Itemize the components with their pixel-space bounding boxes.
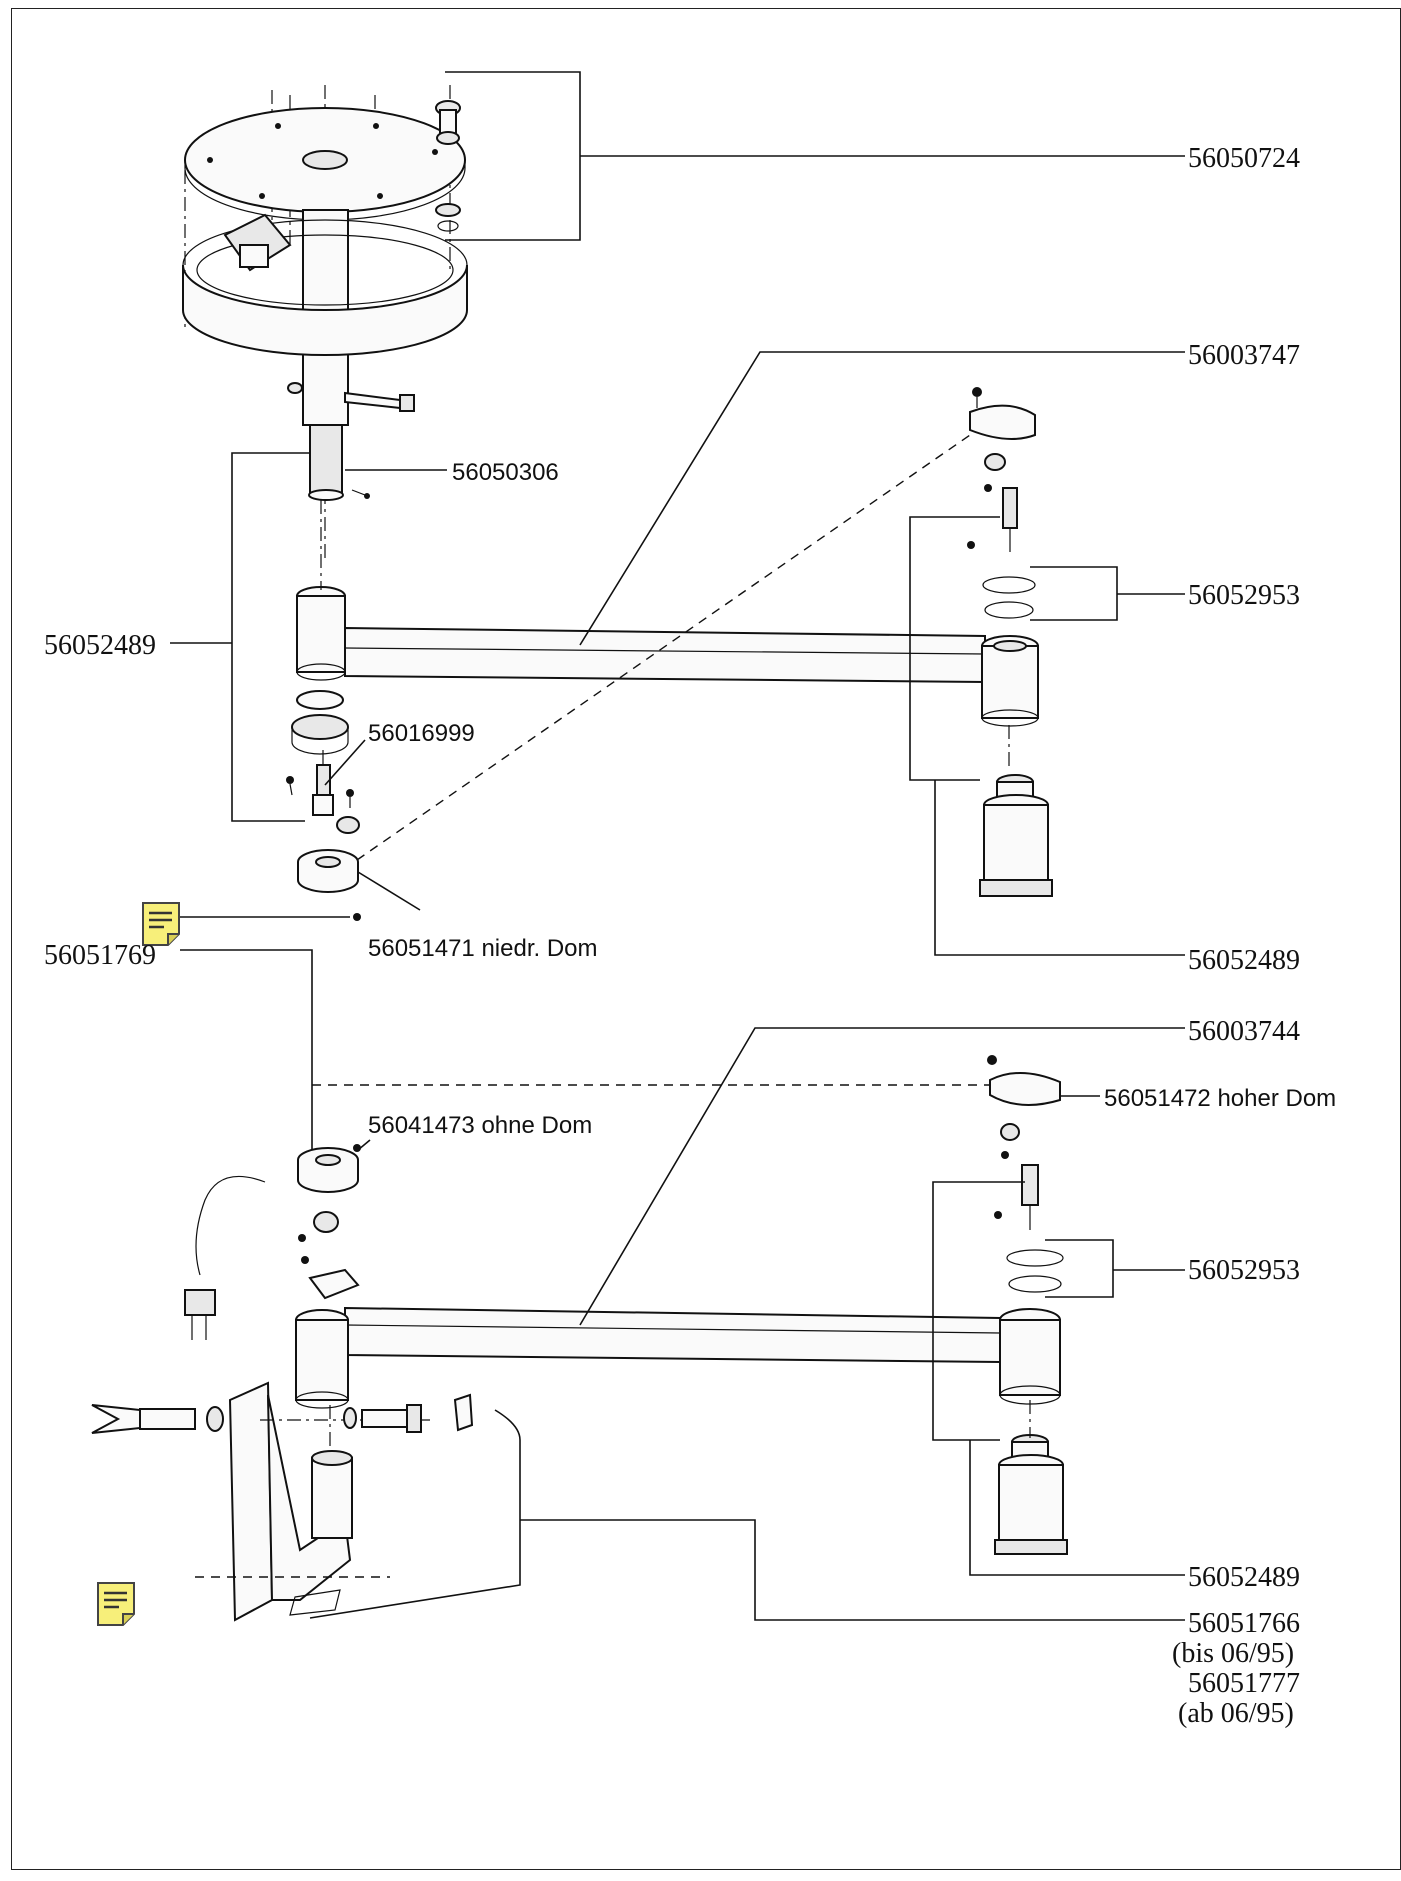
part-label-ab: (ab 06/95)	[1178, 1698, 1294, 1729]
part-label-56003747: 56003747	[1188, 340, 1300, 371]
part-label-56003744: 56003744	[1188, 1016, 1300, 1047]
part-label-56041473: 56041473 ohne Dom	[368, 1112, 593, 1139]
part-label-56052953-bottom: 56052953	[1188, 1255, 1300, 1286]
part-label-56051777: 56051777	[1188, 1668, 1300, 1699]
lower-arm-assembly	[91, 1027, 1185, 1622]
part-label-56051766: 56051766	[1188, 1608, 1300, 1639]
part-label-56052953-top: 56052953	[1188, 580, 1300, 611]
part-label-56051769: 56051769	[44, 940, 156, 971]
part-label-56051471: 56051471 niedr. Dom	[368, 935, 598, 962]
note-icon[interactable]	[95, 1580, 137, 1628]
upper-arm-assembly	[170, 351, 1185, 1168]
part-label-56050306: 56050306	[452, 459, 559, 486]
part-label-56050724: 56050724	[1188, 143, 1300, 174]
part-label-bis: (bis 06/95)	[1172, 1638, 1295, 1669]
base-plate-assembly	[182, 71, 1185, 560]
part-label-56052489-left: 56052489	[44, 630, 156, 661]
part-label-56052489-right-bottom: 56052489	[1188, 1562, 1300, 1593]
part-label-56051472: 56051472 hoher Dom	[1104, 1085, 1337, 1112]
part-label-56016999: 56016999	[368, 720, 475, 747]
part-label-56052489-right-top: 56052489	[1188, 945, 1300, 976]
note-icon[interactable]	[140, 900, 182, 948]
